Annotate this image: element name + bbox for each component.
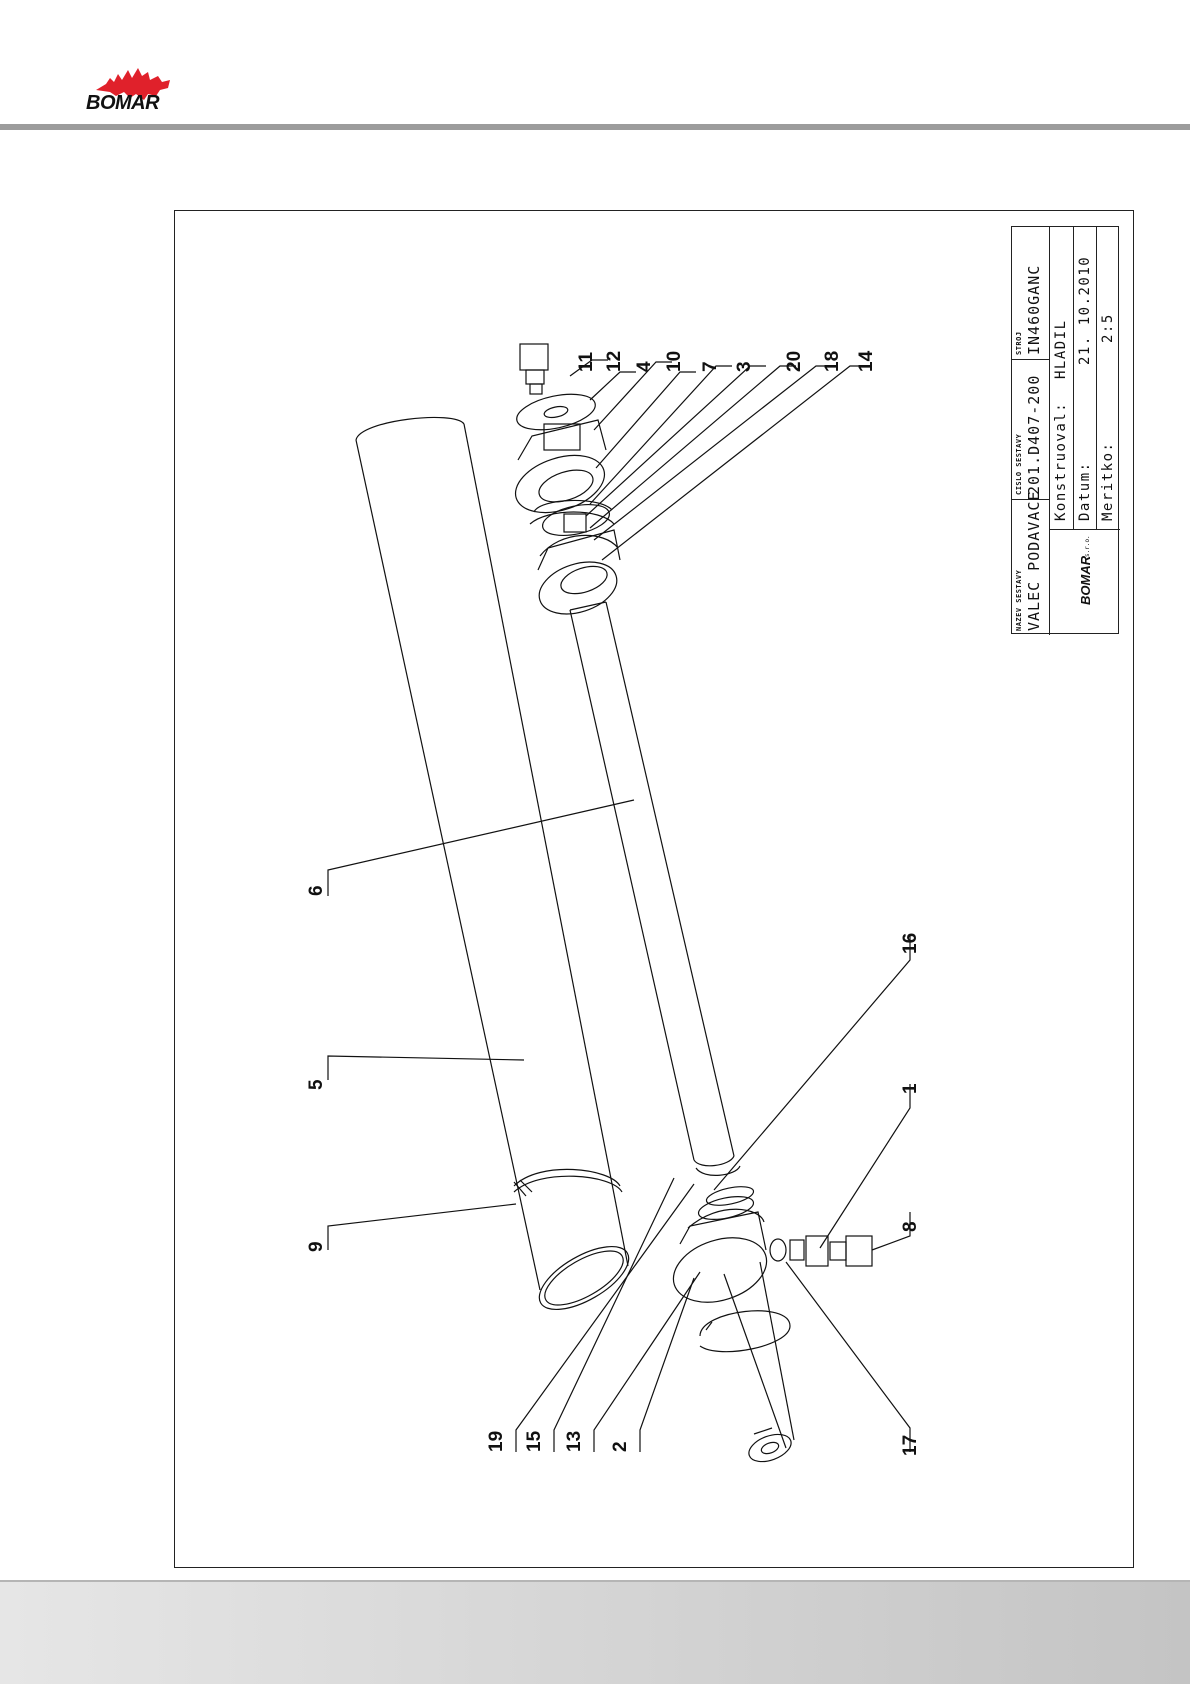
tb-machine-cell: STROJ IN460GANC <box>1012 227 1050 359</box>
balloon-1: 1 <box>900 1083 921 1094</box>
tb-scale-row: Meritko: 2:5 <box>1097 227 1120 529</box>
balloon-4: 4 <box>634 361 655 372</box>
tb-number-label: CISLO SESTAVY <box>1015 434 1023 495</box>
tb-number-cell: CISLO SESTAVY 201.D407-200 <box>1012 359 1050 499</box>
tb-logo-cell: BOMAR s.r.o. <box>1050 529 1120 635</box>
balloon-5: 5 <box>306 1079 327 1090</box>
balloon-6: 6 <box>306 885 327 896</box>
tb-scale-value: 2:5 <box>1100 313 1116 343</box>
footer-band <box>0 1580 1190 1684</box>
tb-logo-suffix: s.r.o. <box>1084 535 1091 557</box>
balloon-9: 9 <box>306 1241 327 1252</box>
balloon-17: 17 <box>900 1435 921 1456</box>
tb-date-value: 21. 10.2010 <box>1077 256 1093 365</box>
balloon-13: 13 <box>564 1431 585 1452</box>
tb-name-cell: NAZEV SESTAVY VALEC PODAVACE <box>1012 499 1050 635</box>
balloon-12: 12 <box>604 351 625 372</box>
tb-number-value: 201.D407-200 <box>1025 375 1043 495</box>
tb-name-label: NAZEV SESTAVY <box>1015 570 1023 631</box>
balloon-2: 2 <box>610 1441 631 1452</box>
tb-date-row: Datum: 21. 10.2010 <box>1074 227 1097 529</box>
tb-machine-value: IN460GANC <box>1025 265 1043 355</box>
balloon-14: 14 <box>856 350 877 372</box>
balloon-15: 15 <box>524 1430 545 1452</box>
balloon-8: 8 <box>900 1221 921 1232</box>
balloon-10: 10 <box>664 351 685 372</box>
tb-machine-label: STROJ <box>1015 331 1023 355</box>
tb-name-value: VALEC PODAVACE <box>1025 491 1043 631</box>
balloon-3: 3 <box>734 361 755 372</box>
tb-designed-label: Konstruoval: <box>1053 402 1069 521</box>
balloon-16: 16 <box>900 933 921 954</box>
balloon-19: 19 <box>486 1431 507 1452</box>
title-block: NAZEV SESTAVY VALEC PODAVACE CISLO SESTA… <box>1011 226 1119 634</box>
tb-designed-value: HLADIL <box>1053 319 1069 379</box>
footer-rule <box>0 1580 1190 1582</box>
tb-designed-row: Konstruoval: HLADIL <box>1050 227 1074 529</box>
tb-logo-text: BOMAR <box>1078 556 1093 605</box>
balloon-11: 11 <box>576 351 597 372</box>
balloon-7: 7 <box>700 361 721 372</box>
balloon-18: 18 <box>822 351 843 372</box>
tb-date-label: Datum: <box>1077 461 1093 521</box>
balloon-20: 20 <box>784 351 805 372</box>
tb-scale-label: Meritko: <box>1100 442 1116 521</box>
